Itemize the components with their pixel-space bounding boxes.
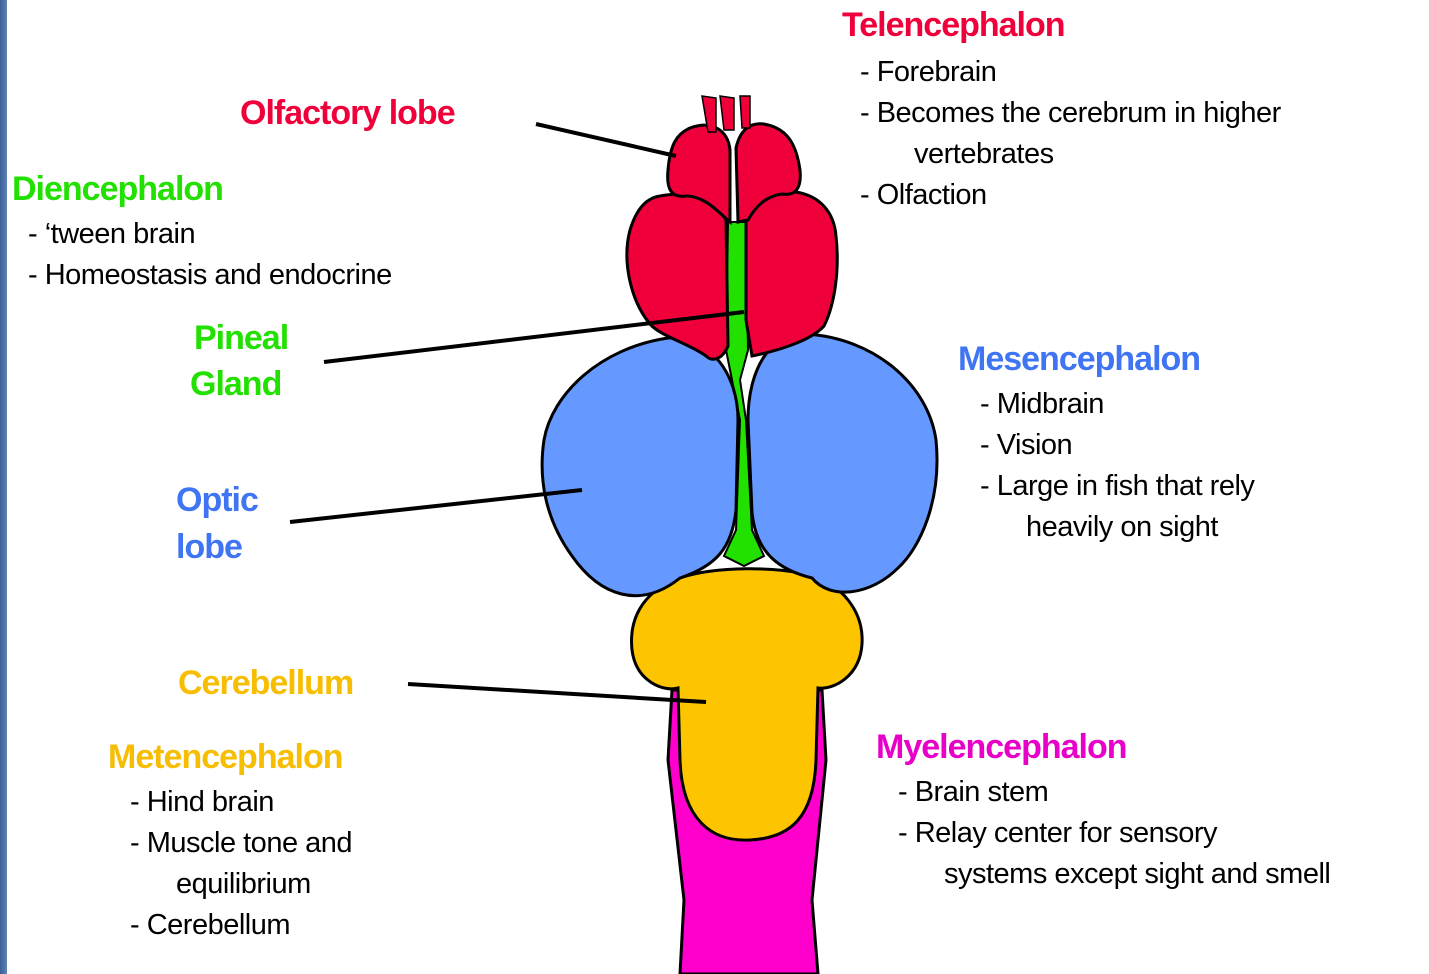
optic-lobe-left	[542, 338, 738, 596]
optic-lobe-right	[748, 334, 937, 592]
myelencephalon-item: - Brain stem	[898, 778, 1048, 807]
diencephalon-item: - Homeostasis and endocrine	[28, 261, 392, 290]
pineal-label-line2: Gland	[190, 367, 281, 401]
mesencephalon-item: heavily on sight	[1026, 513, 1218, 542]
diencephalon-title: Diencephalon	[12, 172, 223, 206]
metencephalon-title: Metencephalon	[108, 740, 342, 774]
telencephalon-right	[746, 192, 837, 356]
optic-lobe-label-line1: Optic	[176, 483, 258, 517]
telencephalon-item: - Olfaction	[860, 181, 987, 210]
myelencephalon-title: Myelencephalon	[876, 730, 1127, 764]
telencephalon-left	[627, 194, 728, 359]
mesencephalon-item: - Midbrain	[980, 390, 1104, 419]
metencephalon-item: - Muscle tone and	[130, 829, 352, 858]
metencephalon-item: - Cerebellum	[130, 911, 290, 940]
diencephalon-item: - ‘tween brain	[28, 220, 195, 249]
cerebellum-label: Cerebellum	[178, 666, 353, 700]
olfactory-nerve	[702, 96, 750, 132]
metencephalon-item: equilibrium	[176, 870, 311, 899]
optic-lobe-leader	[290, 490, 582, 522]
pineal-label-line1: Pineal	[194, 321, 288, 355]
telencephalon-item: - Becomes the cerebrum in higher	[860, 99, 1281, 128]
olfactory-lobe-label: Olfactory lobe	[240, 96, 455, 130]
myelencephalon-item: - Relay center for sensory	[898, 819, 1217, 848]
telencephalon-item: vertebrates	[914, 140, 1054, 169]
mesencephalon-title: Mesencephalon	[958, 342, 1200, 376]
mesencephalon-item: - Large in fish that rely	[980, 472, 1254, 501]
olfactory-lobe-leader	[536, 124, 676, 156]
telencephalon-item: - Forebrain	[860, 58, 996, 87]
mesencephalon-item: - Vision	[980, 431, 1072, 460]
optic-lobe-label-line2: lobe	[176, 530, 242, 564]
myelencephalon-item: systems except sight and smell	[944, 860, 1330, 889]
metencephalon-item: - Hind brain	[130, 788, 274, 817]
telencephalon-title: Telencephalon	[842, 8, 1065, 42]
cerebellum-shape	[632, 569, 863, 840]
